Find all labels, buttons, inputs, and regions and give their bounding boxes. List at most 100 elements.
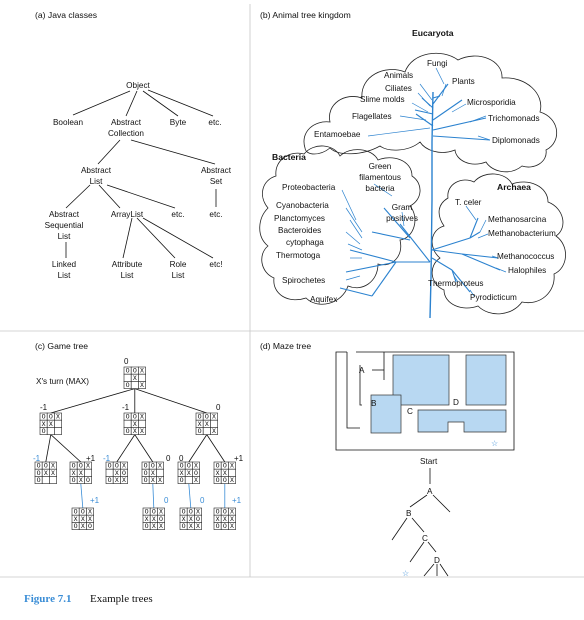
o-mark: O	[72, 477, 76, 484]
o-mark: O	[152, 509, 156, 516]
node-object: Object	[126, 81, 150, 90]
node-attribute-list-2: List	[121, 271, 134, 280]
score-l2-0: -1	[33, 454, 41, 463]
maze-label-d: D	[453, 398, 459, 407]
o-mark: O	[37, 470, 41, 477]
x-mark: X	[158, 463, 162, 470]
panel-game-tree: (c) Game tree X's turn (MAX) 0 -1 -1 0 -…	[33, 341, 244, 530]
maze-walls	[370, 354, 507, 434]
x-mark: X	[230, 477, 234, 484]
score-l2-3: 0	[166, 454, 171, 463]
o-mark: O	[133, 414, 137, 421]
x-mark: X	[56, 414, 60, 421]
x-mark: X	[133, 375, 137, 382]
board-cell	[192, 476, 200, 484]
board-cell	[84, 468, 92, 477]
board-cell	[138, 419, 146, 428]
o-mark: O	[126, 414, 130, 421]
maze-tree-node-a: A	[427, 487, 433, 496]
x-mark: X	[151, 477, 155, 484]
node-linked-list-1: Linked	[52, 260, 77, 269]
board-cell	[156, 476, 164, 484]
x-mark: X	[152, 516, 156, 523]
label-methanococcus: Methanococcus	[497, 252, 554, 261]
archaea-label: Archaea	[497, 182, 531, 192]
label-ciliates: Ciliates	[385, 84, 412, 93]
x-mark: X	[74, 516, 78, 523]
o-mark: O	[180, 463, 184, 470]
x-mark: X	[51, 470, 55, 477]
node-byte: Byte	[170, 118, 187, 127]
label-animals: Animals	[384, 71, 413, 80]
maze-tree-node-d: D	[434, 556, 440, 565]
o-mark: O	[115, 463, 119, 470]
o-mark: O	[74, 523, 78, 530]
x-mark: X	[212, 428, 216, 435]
o-mark: O	[216, 523, 220, 530]
node-role-list-1: Role	[170, 260, 187, 269]
o-mark: O	[37, 463, 41, 470]
board-cell	[156, 468, 164, 477]
node-abstract-sequential-list-1: Abstract	[49, 210, 80, 219]
x-mark: X	[133, 428, 137, 435]
o-mark: O	[216, 463, 220, 470]
board-cell	[228, 468, 236, 477]
maze-goal-star-icon: ☆	[491, 439, 498, 448]
x-mark: X	[88, 509, 92, 516]
label-thermotoga: Thermotoga	[276, 251, 321, 260]
x-mark: X	[198, 421, 202, 428]
maze-tree-node-c: C	[422, 534, 428, 543]
x-mark: X	[42, 421, 46, 428]
label-halophiles: Halophiles	[508, 266, 546, 275]
label-t-celer: T. celer	[455, 198, 482, 207]
node-role-list-2: List	[172, 271, 185, 280]
board-cell	[130, 381, 139, 389]
maze-label-c: C	[407, 407, 413, 416]
x-mark: X	[115, 470, 119, 477]
bacteria-outline	[259, 145, 421, 305]
x-mark: X	[49, 421, 53, 428]
x-mark: X	[205, 421, 209, 428]
panel-d-title: (d) Maze tree	[260, 341, 311, 351]
score-l1-2: 0	[216, 403, 221, 412]
label-methanobacterium: Methanobacterium	[488, 229, 556, 238]
score-l1-0: -1	[40, 403, 48, 412]
x-mark: X	[180, 470, 184, 477]
board-cell	[120, 476, 128, 484]
o-mark: O	[223, 477, 227, 484]
x-mark: X	[88, 516, 92, 523]
o-mark: O	[194, 470, 198, 477]
x-mark: X	[223, 470, 227, 477]
node-abstract-list-2: List	[90, 177, 103, 186]
label-entamoebae: Entamoebae	[314, 130, 361, 139]
node-abstract-set-2: Set	[210, 177, 223, 186]
node-etc-3: etc.	[209, 210, 222, 219]
archaea-outline	[431, 173, 566, 315]
x-mark: X	[230, 516, 234, 523]
maze-label-b: B	[371, 399, 377, 408]
node-attribute-list-1: Attribute	[112, 260, 143, 269]
o-mark: O	[205, 414, 209, 421]
x-mark: X	[86, 463, 90, 470]
game-edge	[188, 483, 192, 509]
java-class-edges	[65, 89, 217, 259]
o-mark: O	[182, 523, 186, 530]
node-etc-1: etc.	[208, 118, 221, 127]
x-mark: X	[216, 516, 220, 523]
score-l3-0: +1	[90, 496, 100, 505]
board-cell	[123, 373, 132, 382]
label-green-filamentous-3: bacteria	[365, 184, 395, 193]
o-mark: O	[88, 523, 92, 530]
x-mark: X	[159, 523, 163, 530]
score-l2-4: 0	[179, 454, 184, 463]
o-mark: O	[145, 509, 149, 516]
